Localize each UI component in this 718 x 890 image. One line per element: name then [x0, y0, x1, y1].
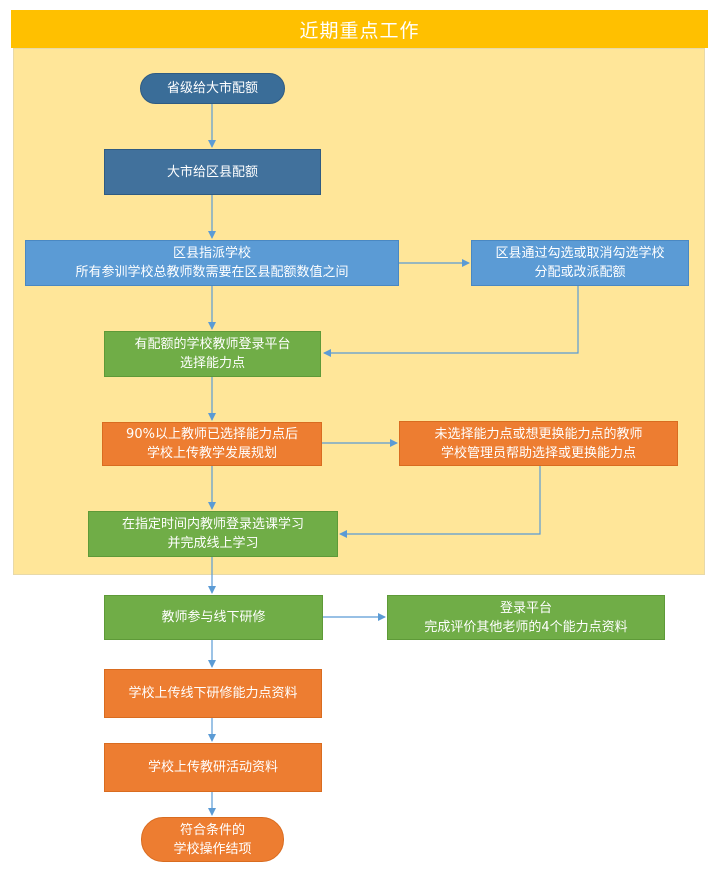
node-district-assign-school: 区县指派学校 所有参训学校总教师数需要在区县配额数值之间: [25, 240, 399, 286]
node-upload-research-materials: 学校上传教研活动资料: [104, 743, 322, 792]
node-online-learning: 在指定时间内教师登录选课学习 并完成线上学习: [88, 511, 338, 557]
node-upload-offline-materials: 学校上传线下研修能力点资料: [104, 669, 322, 718]
node-school-completion: 符合条件的 学校操作结项: [141, 817, 284, 862]
page-title: 近期重点工作: [299, 19, 420, 42]
title-bar: 近期重点工作: [11, 10, 708, 48]
node-province-quota: 省级给大市配额: [140, 73, 285, 104]
node-offline-training: 教师参与线下研修: [104, 595, 323, 640]
node-peer-review: 登录平台 完成评价其他老师的4个能力点资料: [387, 595, 665, 640]
node-teacher-select-ability: 有配额的学校教师登录平台 选择能力点: [104, 331, 321, 377]
node-city-quota: 大市给区县配额: [104, 149, 321, 195]
node-admin-help-select: 未选择能力点或想更换能力点的教师 学校管理员帮助选择或更换能力点: [399, 421, 678, 466]
node-upload-development-plan: 90%以上教师已选择能力点后 学校上传教学发展规划: [102, 422, 322, 466]
node-district-reassign: 区县通过勾选或取消勾选学校 分配或改派配额: [471, 240, 689, 286]
key-work-panel: [13, 48, 705, 575]
